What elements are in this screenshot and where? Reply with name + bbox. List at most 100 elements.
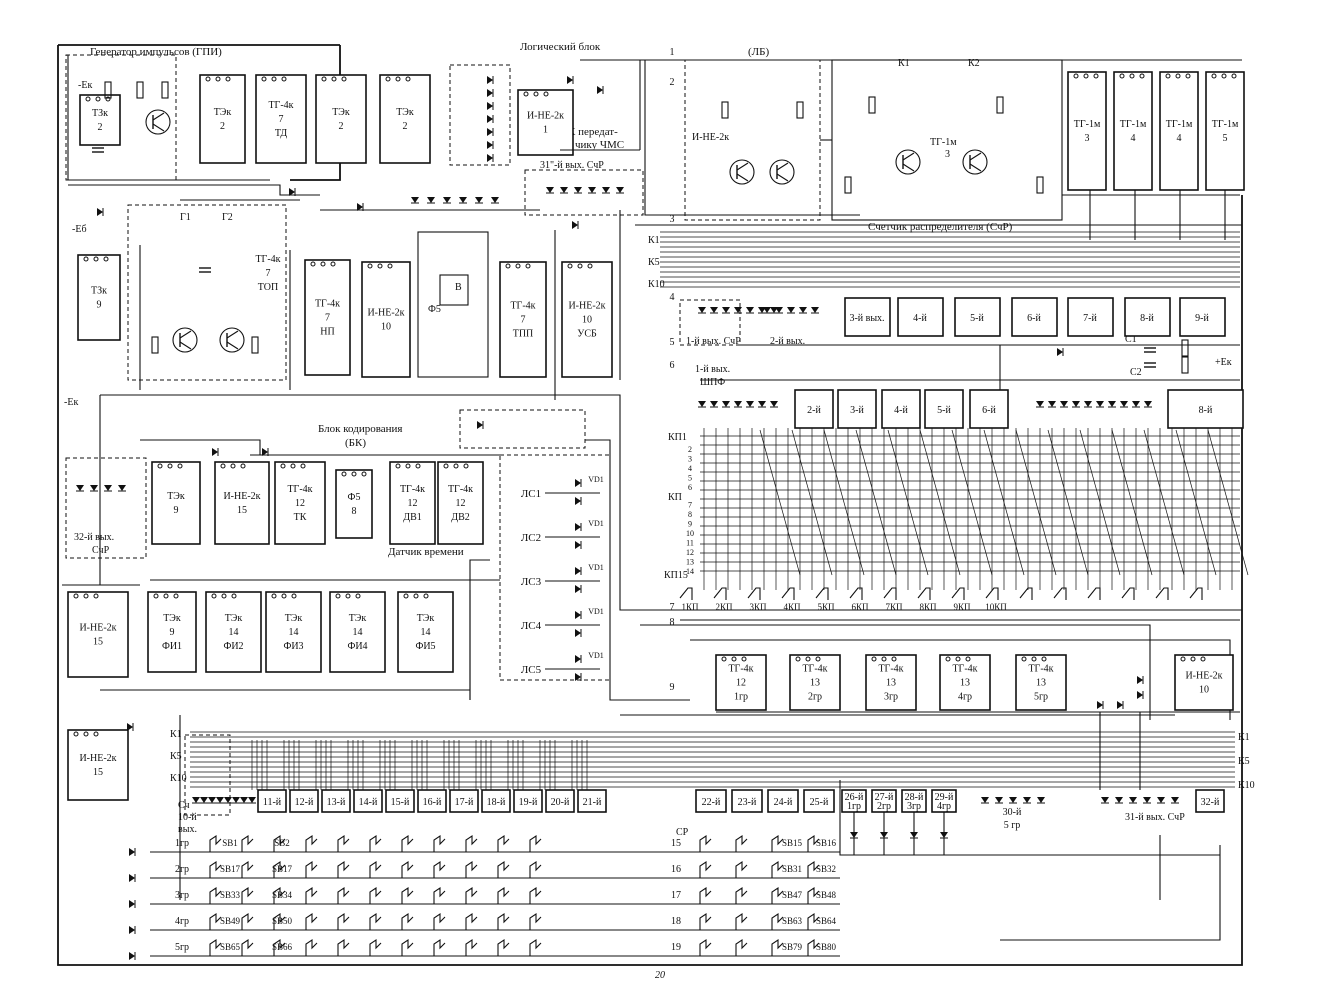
group-gr4-text: ТГ-4к xyxy=(952,664,977,675)
push-button[interactable] xyxy=(465,860,478,878)
push-button[interactable] xyxy=(273,886,286,904)
push-button[interactable] xyxy=(241,860,254,878)
push-button[interactable] xyxy=(305,886,318,904)
push-button[interactable] xyxy=(529,834,542,852)
push-button[interactable] xyxy=(465,834,478,852)
push-button[interactable] xyxy=(433,938,446,956)
push-button[interactable] xyxy=(529,886,542,904)
counter-tg1m4a-text: 4 xyxy=(1131,133,1136,144)
push-button[interactable] xyxy=(337,860,350,878)
push-button[interactable] xyxy=(369,938,382,956)
push-button[interactable] xyxy=(807,886,820,904)
push-button[interactable] xyxy=(497,938,510,956)
push-button[interactable] xyxy=(465,938,478,956)
diode-symbol xyxy=(940,832,948,839)
push-button[interactable] xyxy=(305,860,318,878)
k2-top: К2 xyxy=(968,58,980,69)
push-button[interactable] xyxy=(369,886,382,904)
block-ine2k15-text: 15 xyxy=(237,505,247,516)
pin xyxy=(945,656,951,662)
push-button[interactable] xyxy=(209,886,222,904)
out32-label-a: 32-й вых. xyxy=(74,532,114,543)
push-button[interactable] xyxy=(305,938,318,956)
pin xyxy=(271,593,277,599)
vd-label: VD1 xyxy=(588,475,604,484)
push-button[interactable] xyxy=(529,912,542,930)
push-button[interactable] xyxy=(433,886,446,904)
push-button[interactable] xyxy=(497,912,510,930)
push-button[interactable] xyxy=(337,912,350,930)
push-button[interactable] xyxy=(529,860,542,878)
side-number-8: 8 xyxy=(670,617,675,628)
push-button[interactable] xyxy=(337,938,350,956)
push-button[interactable] xyxy=(241,886,254,904)
push-button[interactable] xyxy=(209,834,222,852)
push-button[interactable] xyxy=(807,860,820,878)
f5-subblock xyxy=(417,231,489,378)
push-button[interactable] xyxy=(209,860,222,878)
out32-label-b: СчР xyxy=(92,545,110,556)
block-fi3-text: 14 xyxy=(289,627,299,638)
row-label-3гр: 3гр xyxy=(175,890,189,901)
push-button[interactable] xyxy=(401,912,414,930)
push-button[interactable] xyxy=(771,834,784,852)
counter-tg1m5-text: ТГ-1м xyxy=(1212,119,1239,130)
push-button[interactable] xyxy=(337,834,350,852)
push-button[interactable] xyxy=(497,834,510,852)
push-button[interactable] xyxy=(241,938,254,956)
push-button[interactable] xyxy=(401,938,414,956)
push-button[interactable] xyxy=(273,912,286,930)
diode-symbol xyxy=(746,401,754,408)
push-button[interactable] xyxy=(735,912,748,930)
push-button[interactable] xyxy=(807,834,820,852)
push-button[interactable] xyxy=(699,860,712,878)
push-button[interactable] xyxy=(699,912,712,930)
push-button[interactable] xyxy=(369,860,382,878)
push-button[interactable] xyxy=(273,938,286,956)
push-button[interactable] xyxy=(401,834,414,852)
push-button[interactable] xyxy=(401,860,414,878)
push-button[interactable] xyxy=(807,938,820,956)
push-button[interactable] xyxy=(497,886,510,904)
gpi-g2: Г2 xyxy=(222,212,233,223)
push-button[interactable] xyxy=(465,912,478,930)
kp-switch-8: 8КП xyxy=(919,602,937,612)
group-gr3-body xyxy=(865,654,917,711)
push-button[interactable] xyxy=(337,886,350,904)
push-button[interactable] xyxy=(771,886,784,904)
push-button[interactable] xyxy=(771,912,784,930)
push-button[interactable] xyxy=(305,834,318,852)
push-button[interactable] xyxy=(401,886,414,904)
push-button[interactable] xyxy=(273,834,286,852)
diode-symbol xyxy=(1009,797,1017,804)
push-button[interactable] xyxy=(369,912,382,930)
push-button[interactable] xyxy=(305,912,318,930)
push-button[interactable] xyxy=(699,938,712,956)
push-button[interactable] xyxy=(433,860,446,878)
pin xyxy=(965,656,971,662)
push-button[interactable] xyxy=(433,912,446,930)
push-button[interactable] xyxy=(807,912,820,930)
push-button[interactable] xyxy=(273,860,286,878)
diode-symbol xyxy=(129,848,136,856)
push-button[interactable] xyxy=(497,860,510,878)
push-button[interactable] xyxy=(771,860,784,878)
push-button[interactable] xyxy=(771,938,784,956)
push-button[interactable] xyxy=(735,834,748,852)
push-button[interactable] xyxy=(209,938,222,956)
push-button[interactable] xyxy=(699,886,712,904)
push-button[interactable] xyxy=(465,886,478,904)
ls-label-2: ЛС2 xyxy=(521,532,541,544)
push-button[interactable] xyxy=(433,834,446,852)
push-button[interactable] xyxy=(241,834,254,852)
push-button[interactable] xyxy=(735,886,748,904)
push-button[interactable] xyxy=(209,912,222,930)
push-button[interactable] xyxy=(735,860,748,878)
push-button[interactable] xyxy=(241,912,254,930)
push-button[interactable] xyxy=(699,834,712,852)
push-button[interactable] xyxy=(735,938,748,956)
push-button[interactable] xyxy=(529,938,542,956)
push-button[interactable] xyxy=(369,834,382,852)
